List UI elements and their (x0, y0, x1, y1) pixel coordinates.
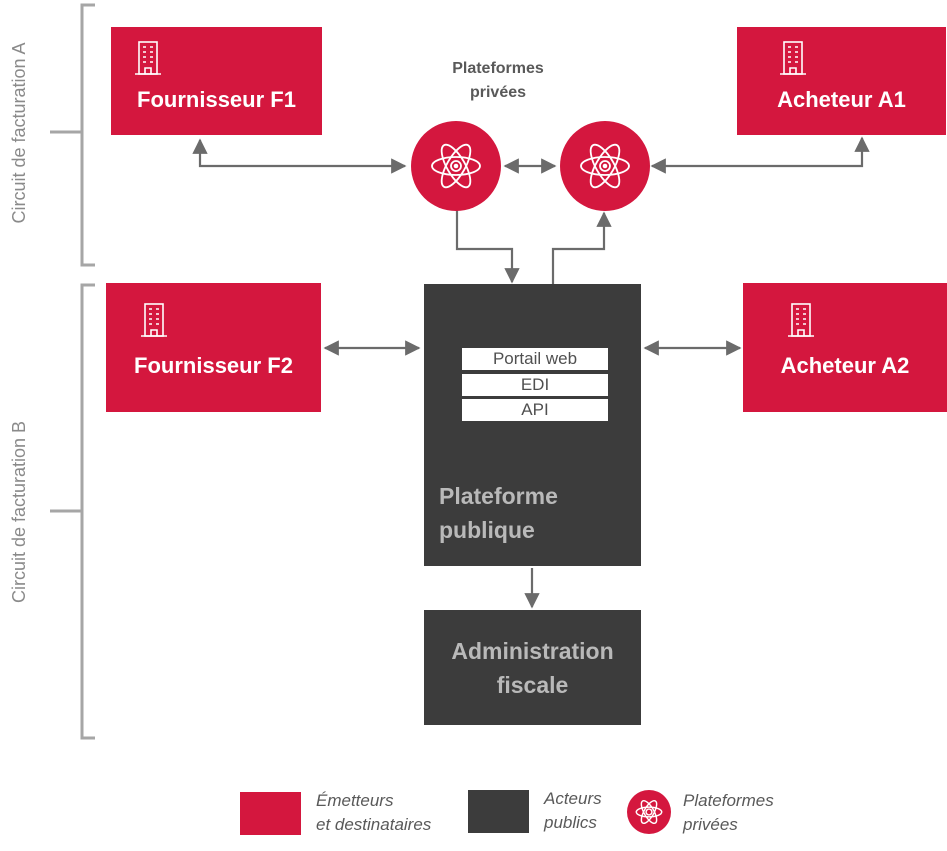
tax-administration-box: Administration fiscale (424, 610, 641, 725)
atom-icon (580, 143, 630, 189)
channel-edi: EDI (462, 374, 608, 396)
legend-label-private-platforms-line2: privées (683, 815, 738, 834)
tax-administration-line1: Administration (451, 638, 614, 664)
private-platforms-caption-line1: Plateformes (452, 60, 544, 77)
legend-label-public-actors-line2: publics (544, 813, 597, 832)
circuit-a-label: Circuit de facturation A (9, 42, 29, 224)
legend-label-public-actors: Acteurs publics (544, 787, 624, 835)
atom-icon (431, 143, 481, 189)
buyer-a1-box: Acheteur A1 (737, 27, 946, 135)
tax-administration-label: Administration fiscale (424, 634, 641, 702)
legend-swatch-private-platforms (627, 790, 671, 834)
legend-swatch-issuers (240, 792, 301, 835)
arrow-platform1-public (455, 210, 520, 284)
legend-label-issuers-line2: et destinataires (316, 815, 432, 834)
legend-label-private-platforms: Plateformes privées (683, 789, 793, 837)
arrow-f1-platform1 (192, 138, 407, 174)
private-platform-2 (560, 121, 650, 211)
building-icon (788, 303, 814, 337)
public-platform-title-line1: Plateforme (439, 483, 558, 509)
legend-swatch-public-actors (468, 790, 529, 833)
tax-administration-line2: fiscale (496, 672, 569, 698)
private-platform-1 (411, 121, 501, 211)
arrow-platform2-a1 (650, 136, 870, 174)
bracket-circuit-b (50, 283, 95, 740)
building-icon (780, 41, 806, 75)
buyer-a1-label: Acheteur A1 (777, 87, 906, 112)
channel-api: API (462, 399, 608, 421)
legend-label-issuers-line1: Émetteurs (316, 791, 394, 810)
legend-label-public-actors-line1: Acteurs (544, 789, 602, 808)
bracket-circuit-a (50, 3, 95, 267)
buyer-a2-box: Acheteur A2 (743, 283, 947, 412)
private-platforms-caption-line2: privées (469, 84, 527, 101)
supplier-f1-label: Fournisseur F1 (137, 87, 296, 112)
public-platform-box: Portail web EDI API Plateforme publique (424, 284, 641, 566)
public-platform-title: Plateforme publique (439, 479, 629, 547)
legend-label-issuers: Émetteurs et destinataires (316, 789, 466, 837)
legend: Émetteurs et destinataires Acteurs publi… (240, 785, 800, 841)
buyer-a2-label: Acheteur A2 (780, 353, 910, 378)
supplier-f2-box: Fournisseur F2 (106, 283, 321, 412)
legend-label-private-platforms-line1: Plateformes (683, 791, 774, 810)
private-platforms-caption: Plateformes privées (430, 57, 566, 107)
channel-web-portal: Portail web (462, 348, 608, 370)
atom-icon (635, 799, 663, 825)
public-platform-title-line2: publique (439, 517, 535, 543)
building-icon (135, 41, 161, 75)
circuit-b-label: Circuit de facturation B (9, 420, 29, 604)
supplier-f2-label: Fournisseur F2 (134, 353, 293, 378)
supplier-f1-box: Fournisseur F1 (111, 27, 322, 135)
arrow-public-platform2 (551, 211, 612, 284)
building-icon (141, 303, 167, 337)
